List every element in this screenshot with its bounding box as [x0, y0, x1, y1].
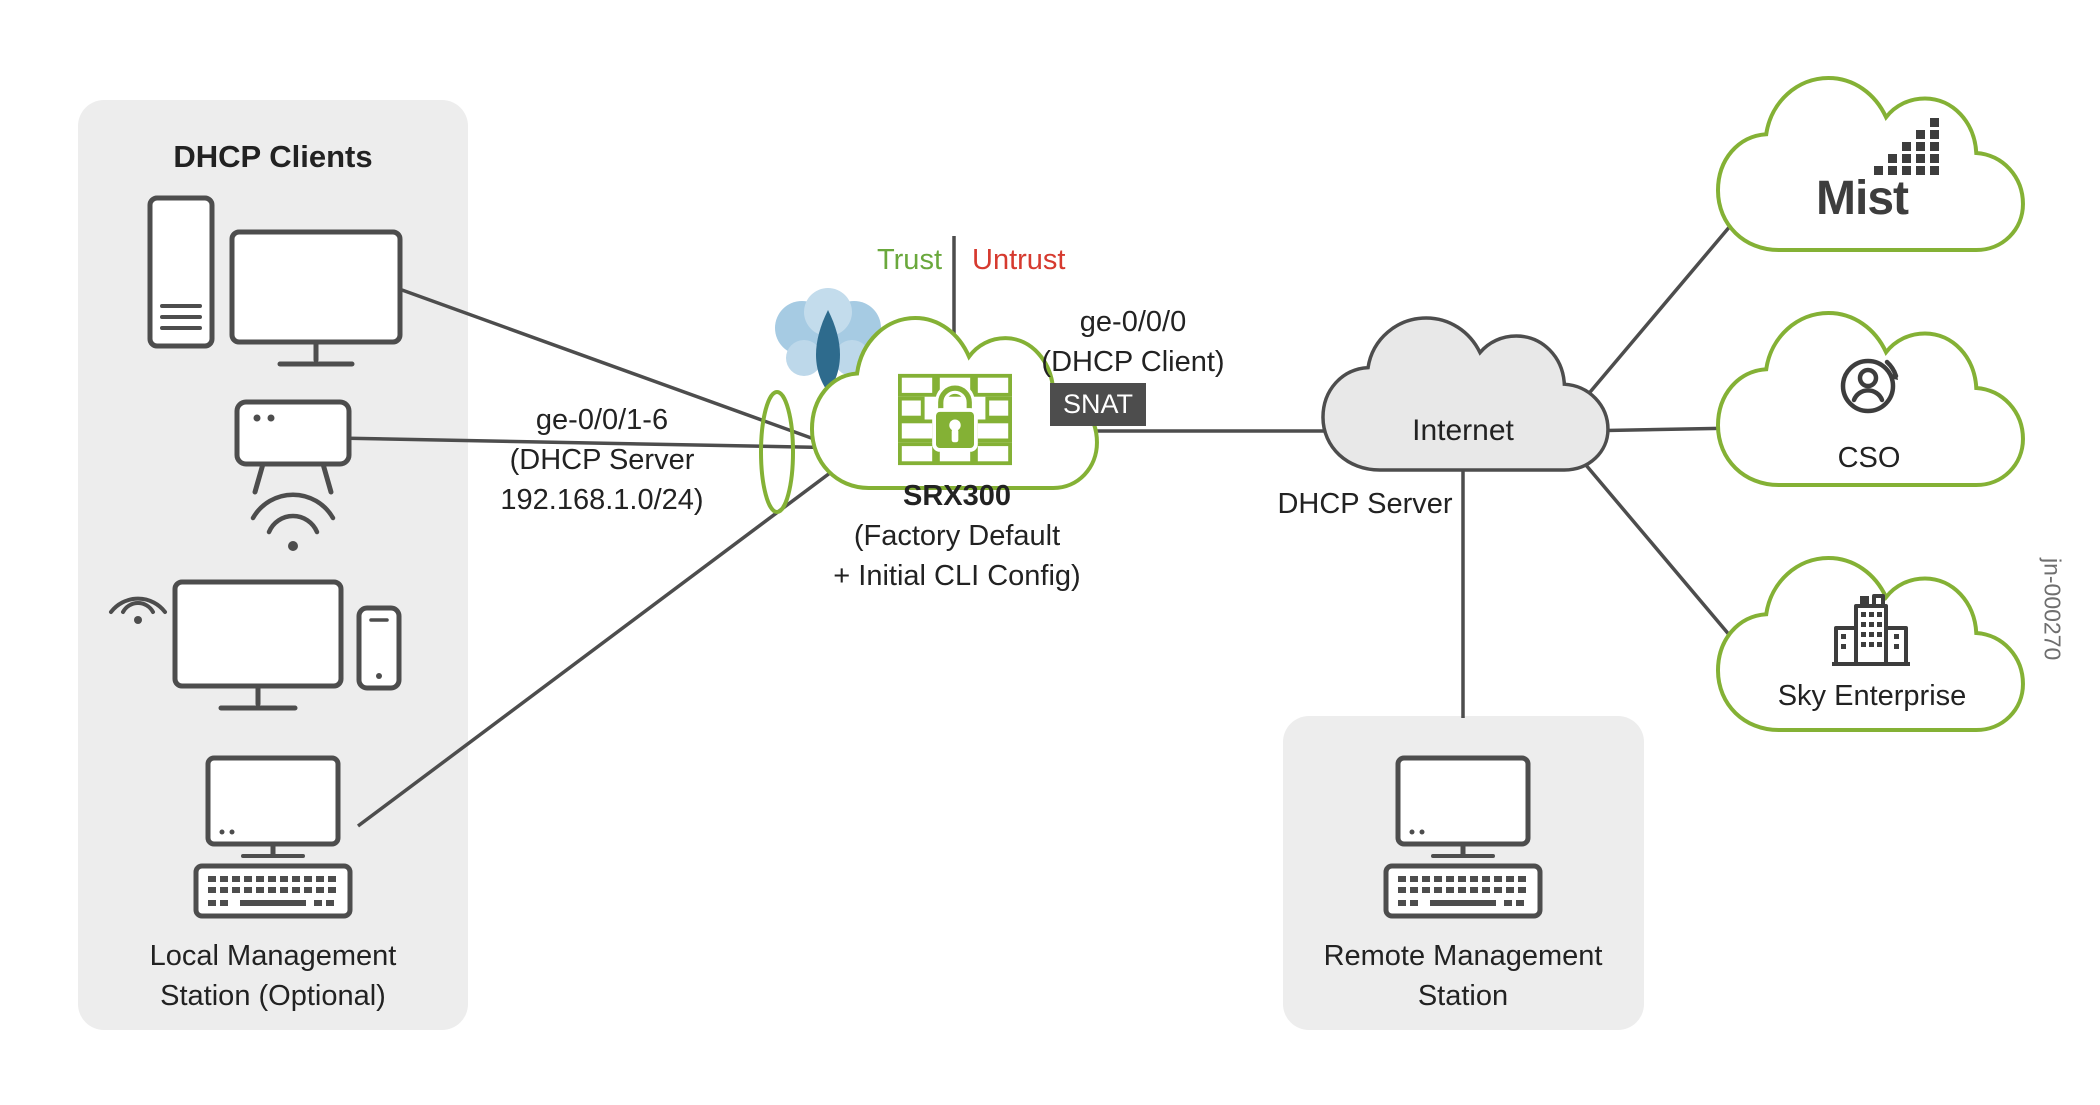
service-person-icon [1840, 358, 1899, 414]
local-station-label: Local Management Station (Optional) [150, 936, 397, 1016]
lan-interface-label: ge-0/0/1-6 (DHCP Server 192.168.1.0/24) [500, 400, 703, 520]
mist-dots-icon [1874, 118, 1939, 175]
srx-label: SRX300 (Factory Default + Initial CLI Co… [833, 476, 1080, 596]
mist-cloud-label: Mist [1816, 172, 1909, 225]
line-internet-to-sky [1578, 456, 1744, 652]
remote-station-line1: Remote Management [1323, 940, 1603, 972]
remote-management-station-icon [1378, 752, 1548, 929]
cso-cloud-label: CSO [1837, 442, 1901, 474]
dhcp-clients-title: DHCP Clients [173, 139, 373, 174]
dhcp-server-label: DHCP Server [1277, 488, 1453, 520]
wan-interface-name: ge-0/0/0 [1079, 306, 1187, 338]
lan-ports-ellipse [759, 390, 795, 514]
lan-interface-name: ge-0/0/1-6 [535, 404, 669, 436]
wireless-access-point-icon [225, 392, 385, 587]
local-station-line1: Local Management [149, 940, 397, 972]
sky-cloud-label: Sky Enterprise [1777, 680, 1967, 712]
figure-id-watermark: jn-000270 [2039, 558, 2066, 661]
internet-label: Internet [1412, 414, 1514, 447]
line-station-to-srx [356, 456, 852, 828]
untrust-zone-label: Untrust [972, 244, 1066, 276]
trust-zone-label: Trust [877, 244, 942, 276]
local-station-line2: Station (Optional) [160, 980, 386, 1013]
wan-interface-role: (DHCP Client) [1041, 346, 1225, 379]
desktop-computer-icon [140, 190, 410, 385]
snat-badge: SNAT [1050, 383, 1146, 426]
firewall-lock-icon [898, 373, 1013, 466]
line-internet-to-mist [1578, 210, 1744, 406]
lan-interface-subnet: 192.168.1.0/24) [500, 484, 704, 517]
srx-model: SRX300 [902, 480, 1012, 512]
wan-interface-label: ge-0/0/0 (DHCP Client) [1041, 302, 1224, 382]
monitor-and-phone-icon [103, 568, 403, 725]
srx-config-line1: (Factory Default [853, 520, 1061, 553]
connection-lines [334, 210, 1744, 828]
remote-station-label: Remote Management Station [1324, 936, 1603, 1016]
line-desktop-to-srx [401, 288, 851, 454]
srx-config-line2: + Initial CLI Config) [833, 560, 1081, 593]
local-management-station-icon [188, 752, 358, 929]
remote-station-line2: Station [1417, 980, 1509, 1013]
line-ap-to-srx [334, 436, 851, 450]
enterprise-building-icon [1832, 594, 1910, 666]
lan-interface-role: (DHCP Server [509, 444, 695, 477]
